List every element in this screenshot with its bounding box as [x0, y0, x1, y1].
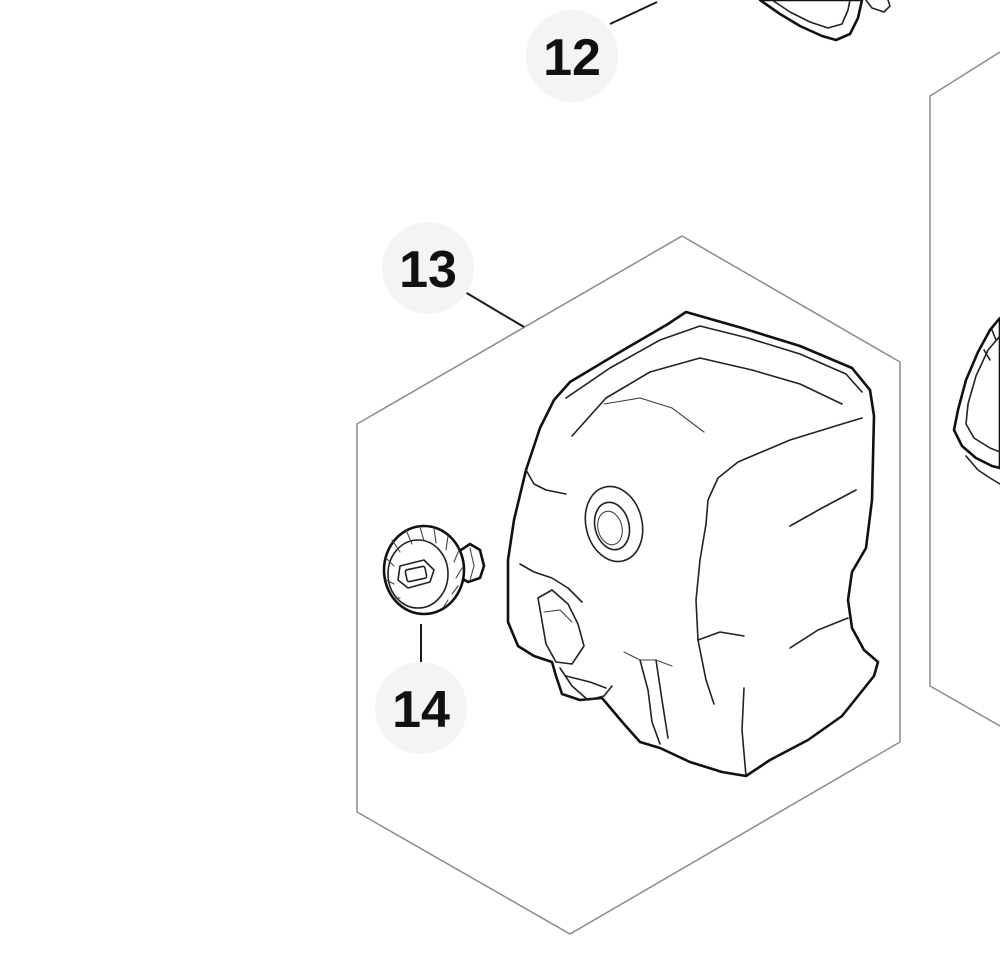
- callout-13-label: 13: [399, 241, 457, 299]
- cylinder-cover: [506, 310, 880, 778]
- group-13-frame: [356, 235, 901, 935]
- leader-13: [464, 291, 525, 328]
- callout-14-label: 14: [392, 681, 450, 739]
- callout-13: 13: [382, 222, 474, 314]
- callout-12-label: 12: [543, 29, 601, 87]
- callout-14: 14: [375, 662, 467, 754]
- knob-14: [382, 524, 486, 616]
- callout-12: 12: [526, 10, 618, 102]
- neighbor-group-frame: [929, 51, 1000, 727]
- leader-12: [609, 1, 658, 25]
- part-12-fragment: [758, 0, 891, 42]
